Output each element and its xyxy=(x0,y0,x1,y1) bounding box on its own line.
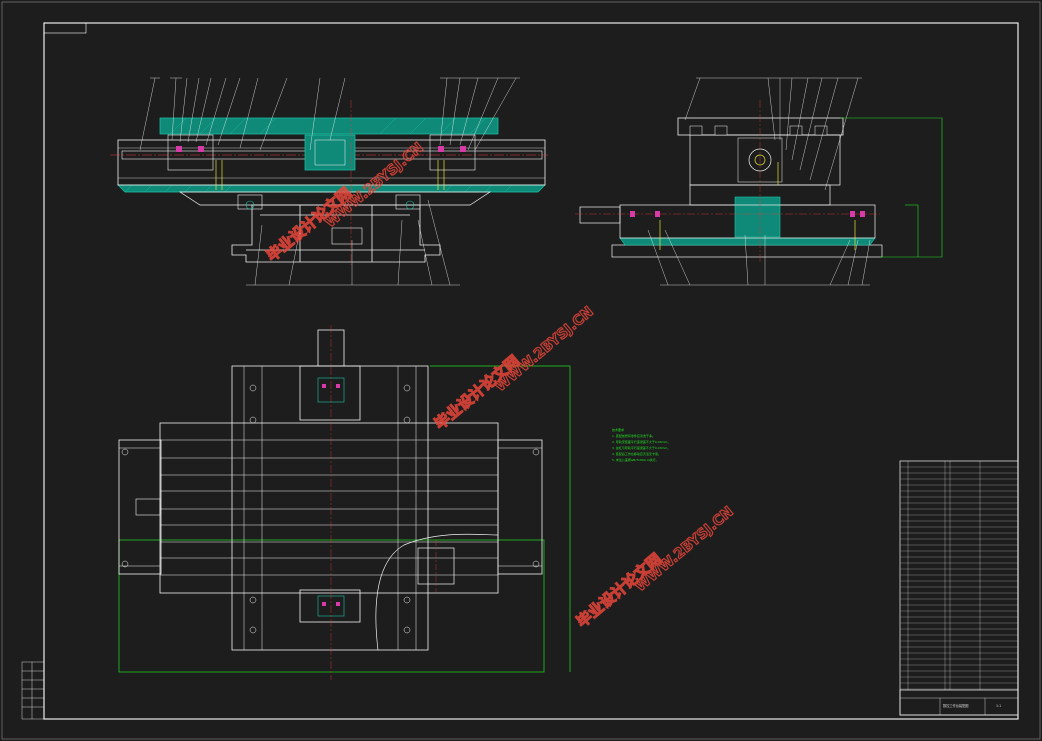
tech-note-1: 1. 装配前所有零件应清洗干净。 xyxy=(612,433,655,438)
parts-list-rows xyxy=(900,466,1018,690)
watermark-layer: 毕业设计论文网 WWW.2BYSJ.CN 毕业设计论文网 WWW.2BYSJ.C… xyxy=(262,139,737,631)
watermark-cn-1: 毕业设计论文网 xyxy=(263,184,355,265)
front-section-view xyxy=(110,77,548,286)
watermark-url-3: WWW.2BYSJ.CN xyxy=(632,504,736,595)
leader-lines xyxy=(139,77,520,286)
parts-list-table: 数控工作台装配图 1:1 xyxy=(899,460,1019,716)
drawing-title: 数控工作台装配图 xyxy=(943,703,969,708)
tech-notes-title: 技术要求 xyxy=(612,427,624,432)
drawing-scale: 1:1 xyxy=(996,704,1001,708)
watermark-cn-3: 毕业设计论文网 xyxy=(573,550,665,631)
side-dimensions xyxy=(840,117,943,258)
watermark-cn-2: 毕业设计论文网 xyxy=(431,352,523,433)
side-section-view xyxy=(575,77,943,286)
hatch-lines xyxy=(124,184,513,193)
tech-note-3: 3. 丝杠与导轨平行度误差不大于0.03mm。 xyxy=(612,445,670,450)
technical-notes: 技术要求 1. 装配前所有零件应清洗干净。 2. 导轨安装面平行度误差不大于0.… xyxy=(612,427,670,462)
watermark-url-2: WWW.2BYSJ.CN xyxy=(492,304,596,395)
plan-view xyxy=(118,325,571,680)
tech-note-5: 5. 未注公差按GB/T1804-m执行。 xyxy=(612,457,659,462)
tech-note-2: 2. 导轨安装面平行度误差不大于0.02mm。 xyxy=(612,439,670,444)
tech-note-4: 4. 装配后工作台移动应灵活无卡滞。 xyxy=(612,451,661,456)
